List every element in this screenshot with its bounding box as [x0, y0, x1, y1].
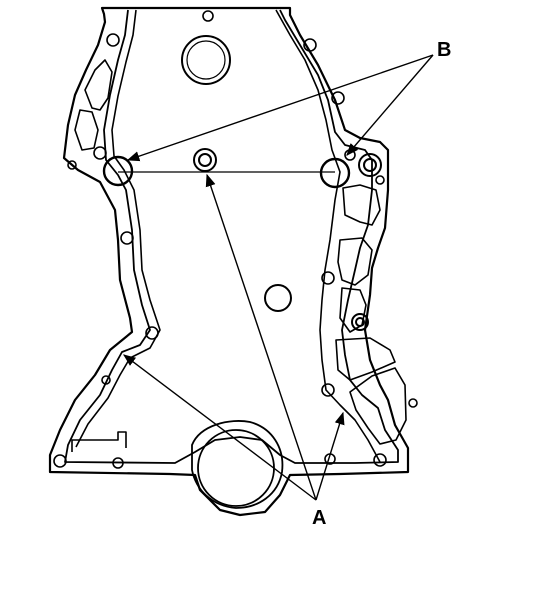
bolt-hole: [112, 457, 124, 469]
mounting-boss-a-center-inner: [198, 153, 212, 167]
gasket-groove-right: [275, 9, 381, 463]
leader-b-left: [126, 54, 434, 162]
bolt-hole: [321, 271, 335, 285]
bolt-hole: [321, 383, 335, 397]
bolt-hole: [93, 146, 107, 160]
bolt-hole: [373, 453, 387, 467]
right-pocket-2: [337, 237, 373, 286]
bolt-hole: [145, 326, 159, 340]
joint-circle-right: [319, 157, 351, 189]
leader-a-left: [122, 354, 317, 501]
camshaft-hole-inner: [186, 40, 226, 80]
bolt-hole: [67, 160, 77, 170]
callout-label-b: B: [437, 39, 452, 61]
bolt-hole: [106, 33, 120, 47]
gasket-groove-inner: [64, 9, 399, 464]
mounting-boss-right-inner: [363, 158, 377, 172]
center-hole: [264, 284, 292, 312]
left-pocket-upper: [84, 59, 113, 111]
bolt-hole: [331, 91, 345, 105]
joint-circle-left: [102, 155, 134, 187]
mounting-boss-pocket: [351, 313, 369, 331]
bolt-hole: [101, 375, 111, 385]
left-pocket-lower: [74, 109, 99, 151]
mounting-boss-a-center: [193, 148, 217, 172]
bolt-hole: [303, 38, 317, 52]
callout-label-a: A: [312, 507, 327, 529]
right-pocket-4: [335, 337, 396, 381]
right-pocket-1: [342, 184, 381, 226]
leader-a-center: [205, 173, 317, 501]
bolt-hole: [53, 454, 67, 468]
mounting-boss-pocket-inner: [355, 317, 365, 327]
mounting-boss-right: [358, 153, 382, 177]
bolt-hole: [375, 175, 385, 185]
gasket-groove-inner-2: [75, 9, 161, 448]
cover-outer-outline: [48, 6, 410, 517]
crank-seal-surround: [191, 420, 284, 509]
leader-b-right: [346, 54, 434, 156]
leader-a-right: [315, 411, 345, 501]
bottom-left-tab: [71, 431, 127, 452]
bolt-hole: [408, 398, 418, 408]
camshaft-hole: [181, 35, 231, 85]
crank-seal-bore: [197, 429, 275, 507]
bolt-hole: [120, 231, 134, 245]
bolt-hole: [202, 10, 214, 22]
right-pocket-5: [349, 367, 407, 445]
